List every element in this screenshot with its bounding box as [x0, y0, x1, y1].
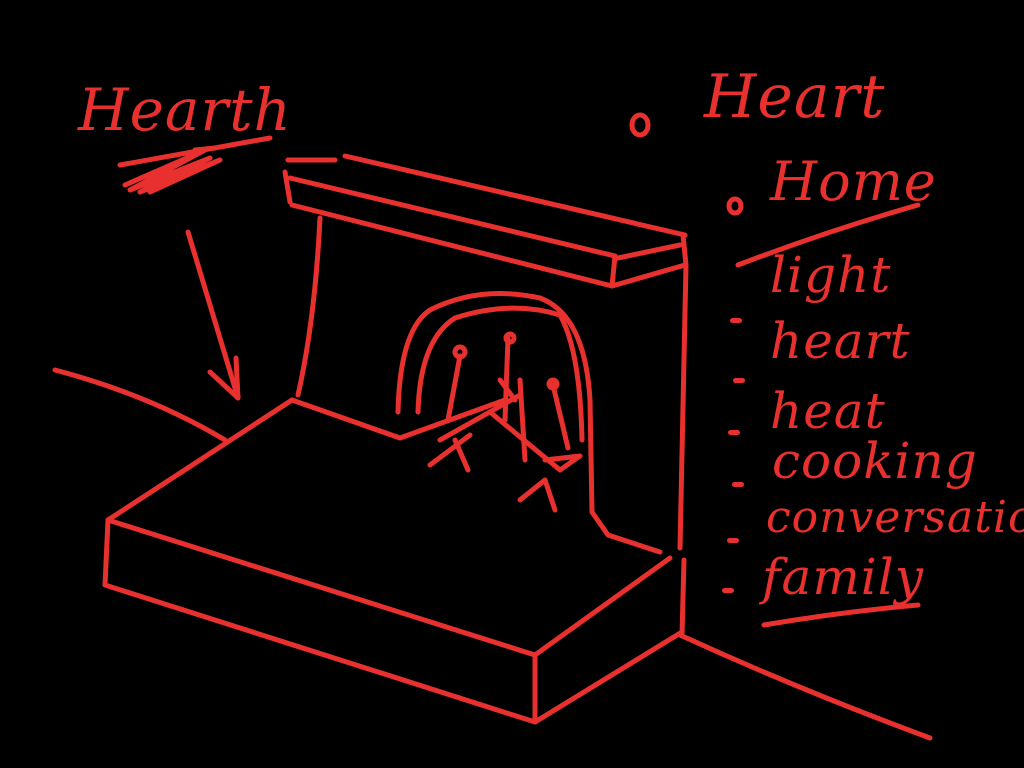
arrow-icon — [185, 229, 241, 401]
dash-icon — [728, 430, 740, 435]
dash-icon — [732, 482, 744, 487]
list-item: light — [770, 246, 892, 304]
heading-home: Home — [770, 150, 937, 213]
mantel — [282, 153, 689, 289]
list-item: heat — [770, 382, 886, 440]
list-item: conversation — [766, 492, 1024, 543]
hearth-slab — [102, 397, 685, 725]
chimney-breast — [295, 215, 689, 638]
page-title: Hearth — [78, 76, 292, 144]
title-underline-scribble — [117, 135, 273, 195]
list-item: heart — [770, 312, 911, 370]
family-underline — [761, 602, 921, 628]
home-underline — [735, 202, 921, 268]
floor-line-left — [52, 367, 228, 443]
list-item: cooking — [772, 432, 978, 490]
list-item: family — [762, 548, 924, 606]
fire-logs — [427, 331, 583, 513]
heading-heart: Heart — [704, 62, 886, 132]
floor-line-right — [677, 632, 933, 741]
firebox-arch — [395, 291, 663, 555]
dash-icon — [730, 318, 742, 323]
dash-icon — [727, 538, 739, 543]
dash-icon — [733, 378, 745, 383]
dash-icon — [722, 588, 734, 593]
bullet-icons — [629, 112, 744, 216]
